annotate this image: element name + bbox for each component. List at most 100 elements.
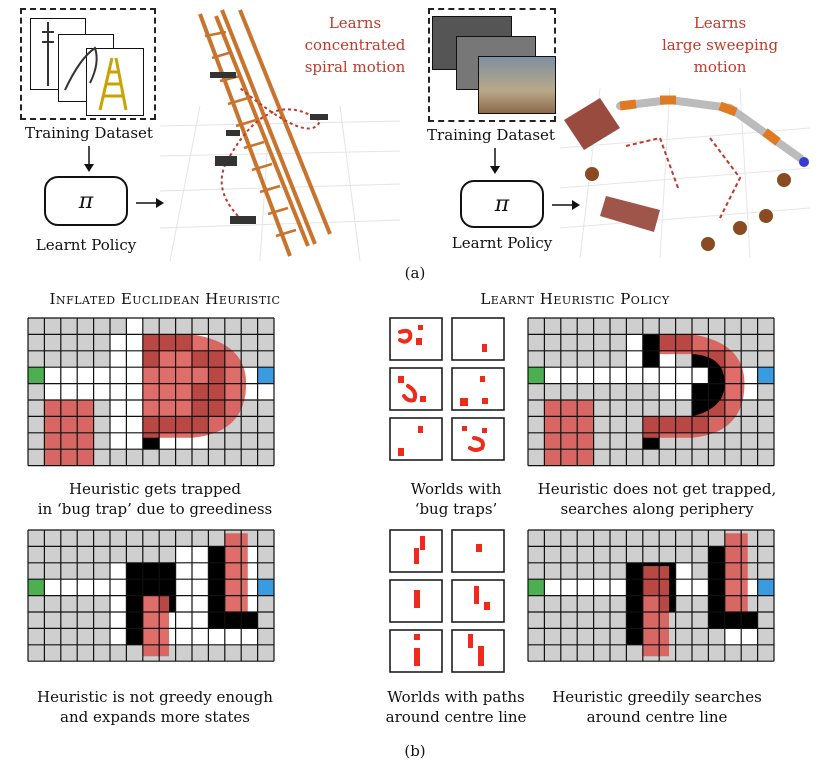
grid-cell <box>192 546 209 563</box>
grid-cell <box>741 350 758 368</box>
grid-cell <box>241 628 258 645</box>
grid-cell <box>257 530 274 547</box>
policy-symbol: π <box>494 191 510 217</box>
grid-cell <box>60 530 78 547</box>
grid-cell <box>208 449 225 466</box>
grid-cell <box>544 628 561 645</box>
learns-spiral-line1: Learns <box>328 14 382 32</box>
grid-cell <box>642 530 660 547</box>
start-cell <box>528 367 545 384</box>
grid-cell <box>44 350 61 368</box>
grid-cell <box>692 644 709 662</box>
expansion-region <box>642 566 670 657</box>
grid-cell <box>192 579 209 596</box>
grid-cell <box>93 400 110 417</box>
grid-cell <box>192 530 209 547</box>
grid-cell <box>544 562 561 580</box>
grid-cell <box>126 562 143 580</box>
caption-worlds-bug-1: Worlds with <box>410 480 502 498</box>
grid-cell <box>28 449 45 466</box>
expansion-region <box>142 595 170 657</box>
grid-cell <box>593 612 610 629</box>
grid-cell <box>44 318 61 335</box>
grid-cell <box>593 628 610 645</box>
grid-cell <box>175 562 192 580</box>
grid-cell <box>593 595 610 612</box>
grid-cell <box>257 432 274 450</box>
grid-cell <box>110 350 127 368</box>
grid-cell <box>159 530 176 547</box>
grid-cell <box>28 628 45 645</box>
grid-cell <box>93 350 110 368</box>
grid-cell <box>241 449 258 466</box>
grid-cell <box>560 383 578 400</box>
grid-cell <box>192 595 209 612</box>
grid-cell <box>577 334 594 351</box>
grid-cell <box>626 530 643 547</box>
grid-cell <box>110 416 127 433</box>
grid-cell <box>142 546 160 563</box>
grid-cell <box>528 400 545 417</box>
grid-cell <box>208 318 225 335</box>
grid-cell <box>560 644 578 662</box>
grid-cell <box>257 612 274 629</box>
grid-cell <box>724 334 742 351</box>
grid-cell <box>593 416 610 433</box>
grid-cell <box>528 350 545 368</box>
grid-cell <box>110 546 127 563</box>
grid-cell <box>642 334 660 351</box>
grid-cell <box>110 400 127 417</box>
grid-cell <box>757 546 774 563</box>
grid-cell <box>44 579 61 596</box>
inflated-euclidean-title: Inflated Euclidean Heuristic <box>49 290 281 308</box>
grid-cell <box>528 432 545 450</box>
grid-cell <box>757 416 774 433</box>
grid-cell <box>528 383 545 400</box>
sweeping-scene-image <box>559 87 811 259</box>
grid-cell <box>708 367 725 384</box>
grid-cell <box>692 383 709 400</box>
arrow-down-icon <box>490 148 500 174</box>
grid-cell <box>692 595 709 612</box>
grid-cell <box>560 367 578 384</box>
grid-cell <box>692 546 709 563</box>
grid-cell <box>60 628 78 645</box>
grid-cell <box>28 612 45 629</box>
grid-cell <box>77 334 94 351</box>
grid-cell <box>528 628 545 645</box>
grid-cell <box>757 432 774 450</box>
grid-cell <box>708 432 725 450</box>
grid-cell <box>110 318 127 335</box>
grid-cell <box>93 449 110 466</box>
grid-cell <box>241 318 258 335</box>
world-thumbnail <box>389 367 443 411</box>
grid-cell <box>544 612 561 629</box>
grid-cell <box>44 367 61 384</box>
caption-greedy-2: around centre line <box>586 708 728 726</box>
grid-cell <box>126 432 143 450</box>
grid-cell <box>126 612 143 629</box>
learns-sweeping-line2: large sweeping <box>661 36 779 54</box>
policy-box-right: π <box>460 180 544 228</box>
dataset-thumbnail <box>478 56 556 114</box>
arrow-right-icon <box>136 198 164 208</box>
caption-greedy-1: Heuristic greedily searches <box>552 688 762 706</box>
grid-cell <box>192 644 209 662</box>
bug-trap-worlds-thumbnails <box>389 317 505 461</box>
grid-cell <box>126 350 143 368</box>
grid-cell <box>208 432 225 450</box>
grid-cell <box>757 562 774 580</box>
grid-cell <box>110 628 127 645</box>
grid-cell <box>577 318 594 335</box>
learnt-policy-label-left: Learnt Policy <box>35 236 137 254</box>
grid-cell <box>724 318 742 335</box>
grid-cell <box>708 383 725 400</box>
grid-cell <box>93 416 110 433</box>
grid-cell <box>593 318 610 335</box>
grid-cell <box>93 367 110 384</box>
grid-cell <box>626 432 643 450</box>
grid-cell <box>28 644 45 662</box>
grid-cell <box>544 595 561 612</box>
grid-cell <box>692 579 709 596</box>
grid-cell <box>60 644 78 662</box>
